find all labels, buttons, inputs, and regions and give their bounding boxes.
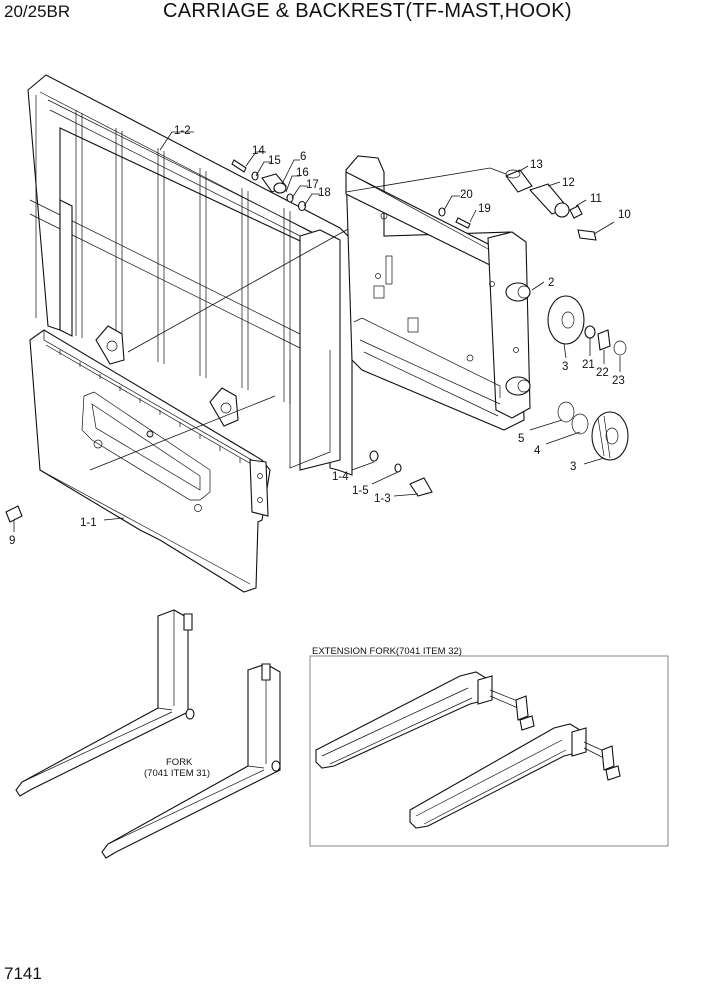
callout-9: 9 [9, 535, 15, 547]
callout-3-lower: 3 [570, 461, 576, 473]
callout-17: 17 [306, 179, 319, 191]
callout-4: 4 [534, 445, 541, 457]
callout-3-upper: 3 [562, 361, 568, 373]
callout-19: 19 [478, 203, 491, 215]
fork-label: FORK [166, 757, 193, 768]
backrest-frame [27, 74, 353, 476]
callout-1-2: 1-2 [174, 125, 191, 137]
page-title: CARRIAGE & BACKREST(TF-MAST,HOOK) [163, 0, 572, 22]
callout-23: 23 [612, 375, 625, 387]
fork-pair [15, 609, 281, 859]
small-hardware-top [231, 159, 597, 241]
callout-1-1: 1-1 [80, 517, 97, 529]
extension-fork-panel [309, 655, 669, 847]
callout-5: 5 [518, 433, 524, 445]
leader-lines [13, 131, 621, 532]
callout-18: 18 [318, 187, 331, 199]
carriage-plate [29, 325, 271, 593]
callout-1-3: 1-3 [374, 493, 391, 505]
callout-11: 11 [590, 193, 602, 205]
callout-22: 22 [596, 367, 609, 379]
callout-labels: 1-2 14 15 6 16 17 18 13 12 11 10 20 19 2… [9, 125, 631, 547]
model-number: 20/25BR [4, 2, 71, 21]
callout-1-5: 1-5 [352, 485, 369, 497]
mast-carriage [345, 155, 531, 431]
callout-1-4: 1-4 [332, 471, 349, 483]
callout-10: 10 [618, 209, 631, 221]
roller-assemblies [547, 295, 629, 461]
callout-6: 6 [300, 151, 306, 163]
callout-2: 2 [548, 277, 554, 289]
extension-fork-title: EXTENSION FORK(7041 ITEM 32) [312, 646, 462, 657]
fork-item-ref: (7041 ITEM 31) [144, 768, 210, 779]
callout-15: 15 [268, 155, 281, 167]
callout-16: 16 [296, 167, 309, 179]
callout-12: 12 [562, 177, 575, 189]
page-number: 7141 [4, 964, 42, 983]
callout-21: 21 [582, 359, 595, 371]
callout-14: 14 [252, 145, 265, 157]
callout-20: 20 [460, 189, 473, 201]
callout-13: 13 [530, 159, 543, 171]
